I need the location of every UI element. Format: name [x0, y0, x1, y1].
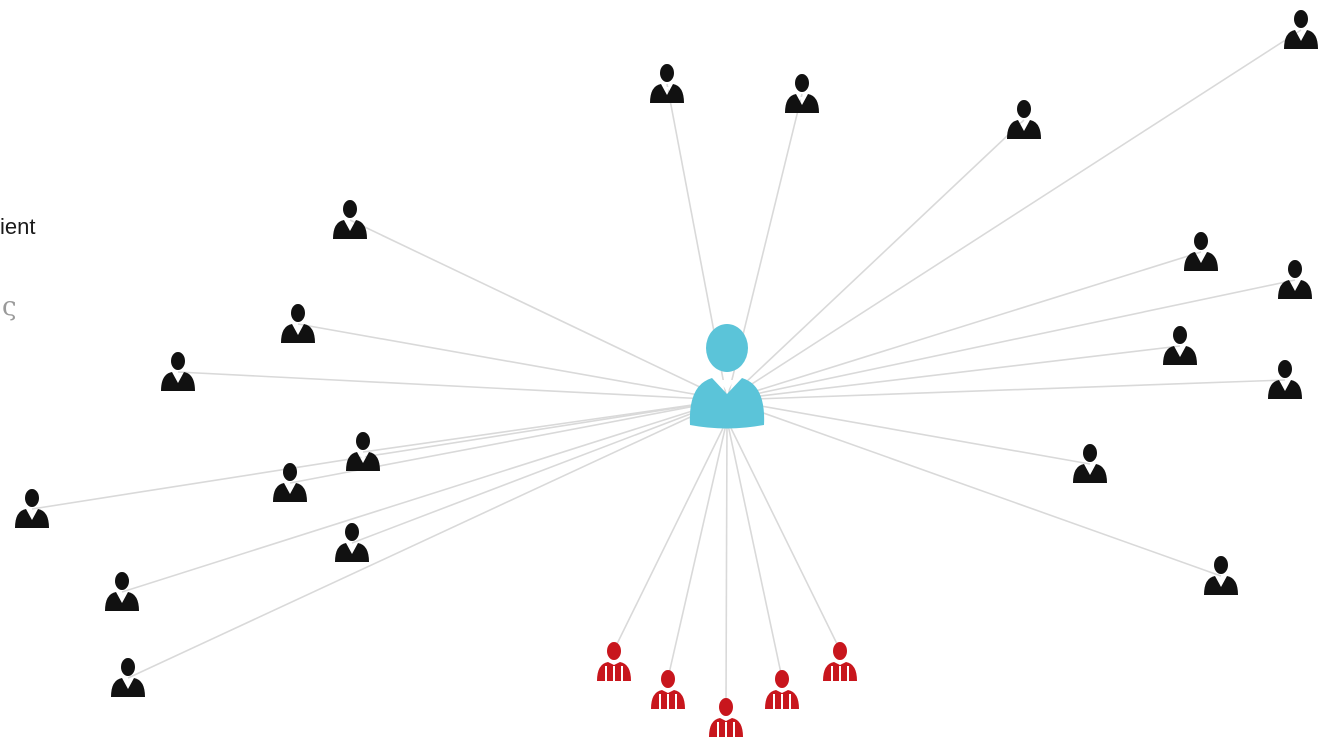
edge — [362, 399, 728, 453]
person-icon — [1007, 100, 1041, 139]
edge — [726, 345, 1181, 401]
person-icon — [333, 200, 367, 239]
edge — [726, 279, 1296, 401]
edge — [351, 399, 728, 544]
edge — [127, 399, 728, 679]
edge — [31, 399, 728, 510]
person-icon — [1163, 326, 1197, 365]
edge — [177, 371, 728, 401]
edge — [726, 419, 841, 651]
edge — [121, 399, 728, 593]
cropped-label-text: ient — [0, 214, 36, 239]
person-icon — [1284, 10, 1318, 49]
edge — [726, 419, 783, 679]
person-icon — [709, 698, 743, 737]
edge — [726, 399, 1091, 465]
nodes-group — [15, 10, 1318, 737]
person-icon — [1278, 260, 1312, 299]
person-icon — [765, 670, 799, 709]
person-icon — [161, 352, 195, 391]
edge — [613, 419, 728, 651]
person-icon — [597, 642, 631, 681]
edge — [726, 399, 1222, 577]
edge — [726, 29, 1302, 401]
edge — [726, 251, 1202, 401]
person-icon — [650, 64, 684, 103]
edges-group — [31, 29, 1302, 707]
person-icon — [651, 670, 685, 709]
edge — [726, 379, 1286, 401]
person-icon — [785, 74, 819, 113]
person-icon — [823, 642, 857, 681]
edge — [726, 119, 1025, 401]
edge — [725, 419, 728, 707]
person-icon — [1184, 232, 1218, 271]
edge — [349, 219, 728, 401]
edge — [667, 419, 728, 679]
edge — [297, 323, 728, 401]
person-icon — [1268, 360, 1302, 399]
cropped-glyph: ς — [2, 292, 17, 322]
person-icon — [689, 324, 765, 429]
person-icon — [281, 304, 315, 343]
